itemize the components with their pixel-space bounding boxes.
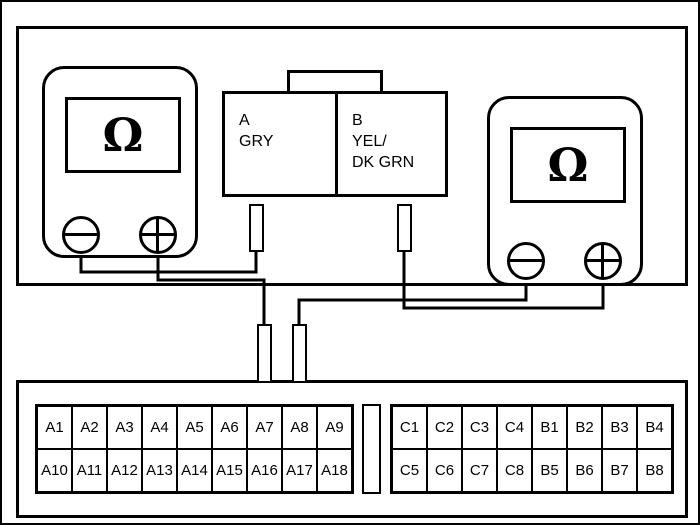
connector-keyway <box>362 404 381 494</box>
pin-b5: B5 <box>532 449 567 492</box>
pin-c8: C8 <box>497 449 532 492</box>
harness-connector: A GRY B YEL/ DK GRN <box>222 91 448 197</box>
pin-a14: A14 <box>177 449 212 492</box>
ohmmeter-right-display: Ω <box>510 127 626 203</box>
pin-c4: C4 <box>497 406 532 449</box>
pin-a18: A18 <box>317 449 352 492</box>
positive-probe-terminal-icon <box>584 242 622 280</box>
pin-grid-a: A1 A2 A3 A4 A5 A6 A7 A8 A9 A10 A11 A12 A… <box>35 404 354 494</box>
terminal-b-wire-color-1: YEL/ <box>352 133 387 150</box>
pin-b8: B8 <box>637 449 672 492</box>
pin-c6: C6 <box>427 449 462 492</box>
component-connector-frame <box>16 380 688 518</box>
terminal-a-wire-color: GRY <box>239 133 274 150</box>
pin-c7: C7 <box>462 449 497 492</box>
terminal-a-cell: A GRY <box>225 94 335 194</box>
pin-grid-cb: C1 C2 C3 C4 B1 B2 B3 B4 C5 C6 C7 C8 B5 B… <box>390 404 674 494</box>
pin-a3: A3 <box>107 406 142 449</box>
pin-a5: A5 <box>177 406 212 449</box>
pin-c3: C3 <box>462 406 497 449</box>
pin-c1: C1 <box>392 406 427 449</box>
terminal-b-label: B <box>352 112 363 129</box>
terminal-b-pin <box>397 204 412 252</box>
pin-b4: B4 <box>637 406 672 449</box>
pin-a8: A8 <box>282 406 317 449</box>
terminal-a-label: A <box>239 112 250 129</box>
pin-c5: C5 <box>392 449 427 492</box>
pin-a9: A9 <box>317 406 352 449</box>
pin-a11: A11 <box>72 449 107 492</box>
terminal-b-wire-color-2: DK GRN <box>352 154 415 171</box>
pin-b7: B7 <box>602 449 637 492</box>
negative-probe-terminal-icon <box>507 242 545 280</box>
pin-c2: C2 <box>427 406 462 449</box>
pin-b3: B3 <box>602 406 637 449</box>
connector-lock-tab <box>287 70 383 94</box>
pin-a1: A1 <box>37 406 72 449</box>
omega-symbol: Ω <box>102 108 144 162</box>
negative-probe-terminal-icon <box>62 216 100 254</box>
pin-a2: A2 <box>72 406 107 449</box>
pin-a4: A4 <box>142 406 177 449</box>
terminal-b-cell: B YEL/ DK GRN <box>338 94 445 194</box>
pin-a15: A15 <box>212 449 247 492</box>
pin-b1: B1 <box>532 406 567 449</box>
bottom-probe-pin-1 <box>257 324 272 383</box>
bottom-probe-pin-2 <box>292 324 307 383</box>
pin-a12: A12 <box>107 449 142 492</box>
ohmmeter-left-display: Ω <box>65 97 181 173</box>
pin-a10: A10 <box>37 449 72 492</box>
pin-a16: A16 <box>247 449 282 492</box>
pin-a7: A7 <box>247 406 282 449</box>
pin-a17: A17 <box>282 449 317 492</box>
connector-cell-divider <box>335 94 338 194</box>
pin-b6: B6 <box>567 449 602 492</box>
pin-b2: B2 <box>567 406 602 449</box>
pin-a6: A6 <box>212 406 247 449</box>
positive-probe-terminal-icon <box>139 216 177 254</box>
omega-symbol: Ω <box>547 138 589 192</box>
ohmmeter-left: Ω <box>42 66 198 258</box>
terminal-a-pin <box>249 204 264 252</box>
pin-a13: A13 <box>142 449 177 492</box>
